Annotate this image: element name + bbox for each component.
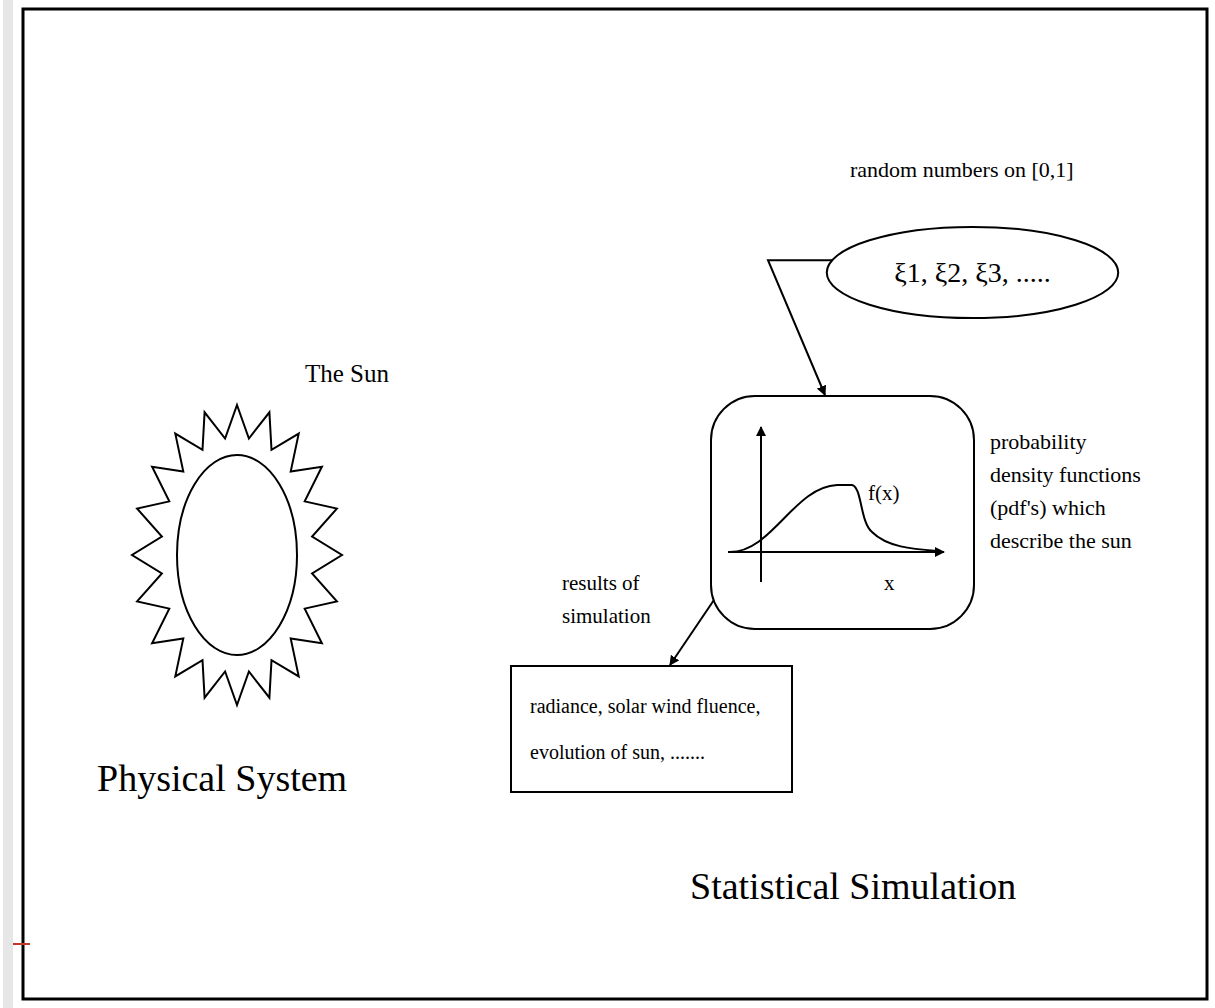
flow-arrow (768, 260, 832, 395)
random-sequence: ξ1, ξ2, ξ3, ..... (894, 256, 1050, 290)
x-axis (728, 551, 944, 553)
sun-rays (132, 405, 342, 705)
pdf-curve (730, 485, 937, 552)
side-strip (3, 0, 13, 1008)
sun-label: The Sun (305, 360, 389, 388)
results-text: radiance, solar wind fluence, evolution … (530, 683, 777, 775)
function-label: f(x) (868, 477, 899, 510)
edge-label: results of simulation (562, 567, 662, 633)
section-title: Statistical Simulation (690, 864, 1016, 908)
section-title: Physical System (97, 756, 347, 800)
flow-arrow (670, 594, 718, 665)
axis-label: x (884, 567, 895, 600)
node-heading: random numbers on [0,1] (850, 157, 1074, 183)
y-axis (760, 427, 762, 582)
random-numbers-ellipse: random numbers on [0,1]ξ1, ξ2, ξ3, ..... (825, 225, 1120, 320)
ellipse-shape (827, 227, 1118, 318)
sun-illustration (132, 405, 342, 705)
pdf-description: probability density functions (pdf's) wh… (990, 425, 1155, 557)
pdf-box: f(x)xprobability density functions (pdf'… (710, 395, 975, 630)
results-box: radiance, solar wind fluence, evolution … (510, 665, 793, 793)
frame-border (23, 9, 1207, 999)
red-rule (13, 943, 30, 945)
sun-disc (177, 455, 297, 655)
pdf-graph (712, 397, 973, 628)
